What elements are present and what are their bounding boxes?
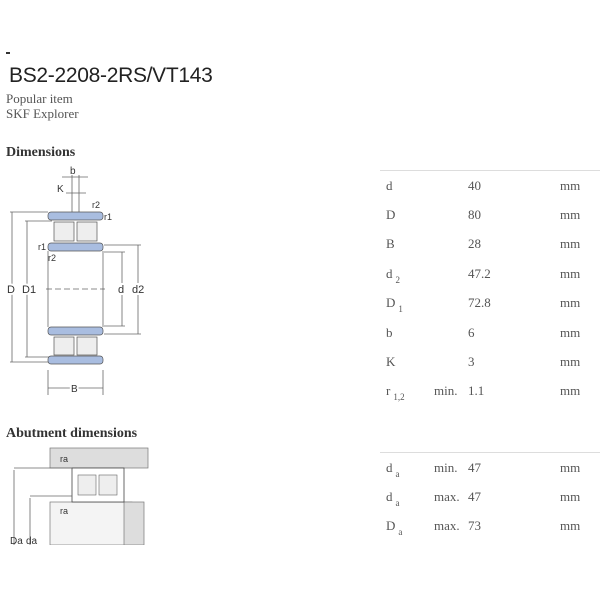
qualifier: min. — [434, 460, 458, 475]
bearing-dimension-diagram: b K r2 r1 r1 r2 D D1 d d2 B — [5, 166, 146, 397]
value: 6 — [468, 325, 475, 340]
dimension-label: D — [386, 207, 396, 222]
divider — [380, 170, 600, 171]
label-D: D — [7, 284, 15, 296]
label-B: B — [71, 384, 78, 395]
table-row: d 40 mm — [0, 178, 600, 198]
label-Da: Da — [10, 536, 23, 545]
qualifier: max. — [434, 518, 460, 533]
divider — [380, 452, 600, 453]
unit: mm — [560, 236, 581, 251]
unit: mm — [560, 518, 581, 533]
label-r1-inner: r1 — [38, 242, 46, 252]
dimension-label: d — [386, 178, 393, 193]
unit: mm — [560, 266, 581, 281]
unit: mm — [560, 207, 581, 222]
value: 47 — [468, 489, 481, 504]
label-r1: r1 — [104, 212, 112, 222]
dimensions-heading: Dimensions — [6, 145, 76, 160]
product-line-label: SKF Explorer — [6, 106, 79, 121]
unit: mm — [560, 354, 581, 369]
value: 40 — [468, 178, 481, 193]
table-row: D 80 mm — [0, 207, 600, 227]
page-title: BS2-2208-2RS/VT143 — [9, 64, 213, 87]
dimension-label: K — [386, 354, 396, 369]
value: 47 — [468, 460, 481, 475]
label-ra-top: ra — [60, 454, 68, 464]
abutment-diagram: ra ra Da da — [10, 447, 149, 545]
unit: mm — [560, 489, 581, 504]
unit: mm — [560, 325, 581, 340]
abutment-heading: Abutment dimensions — [6, 426, 138, 441]
table-row: K 3 mm — [0, 354, 600, 374]
value: 80 — [468, 207, 481, 222]
label-r2-inner: r2 — [48, 253, 56, 263]
table-row: B 28 mm — [0, 236, 600, 256]
dimension-label: B — [386, 236, 395, 251]
unit: mm — [560, 383, 581, 398]
value: 28 — [468, 236, 481, 251]
label-D1: D1 — [22, 284, 36, 296]
label-b: b — [70, 166, 76, 177]
value: 72.8 — [468, 295, 491, 310]
unit: mm — [560, 178, 581, 193]
value: 3 — [468, 354, 475, 369]
label-d: d — [118, 284, 124, 296]
unit: mm — [560, 295, 581, 310]
qualifier: min. — [434, 383, 458, 398]
unit: mm — [560, 460, 581, 475]
table-row: b 6 mm — [0, 325, 600, 345]
value: 1.1 — [468, 383, 485, 398]
label-da: da — [26, 536, 38, 545]
mark — [6, 52, 10, 54]
value: 47.2 — [468, 266, 491, 281]
popular-item-label: Popular item — [6, 91, 73, 106]
label-r2: r2 — [92, 200, 100, 210]
label-ra-bottom: ra — [60, 506, 68, 516]
value: 73 — [468, 518, 481, 533]
dimension-label: b — [386, 325, 393, 340]
qualifier: max. — [434, 489, 460, 504]
label-K: K — [57, 184, 64, 195]
label-d2: d2 — [132, 284, 144, 296]
